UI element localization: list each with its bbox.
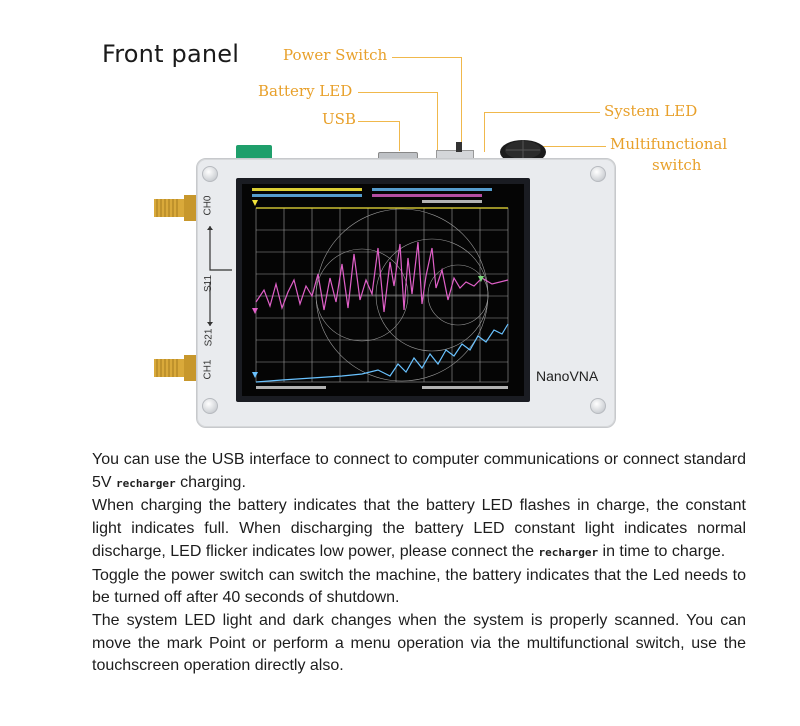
description-text: You can use the USB interface to connect…	[92, 449, 746, 678]
text-run: The system LED light and dark changes wh…	[92, 611, 746, 675]
leader-battery-v	[437, 92, 438, 156]
screw-icon	[202, 398, 218, 414]
callout-battery-led: Battery LED	[258, 82, 353, 100]
battery-connector	[236, 145, 272, 161]
leader-power-switch-h	[392, 57, 462, 58]
multifunction-wheel-icon	[500, 140, 546, 160]
port-label-ch1: CH1	[202, 359, 214, 380]
text-run: When charging the battery indicates that…	[92, 497, 746, 560]
signal-path-icon	[207, 226, 232, 326]
leader-usb-h	[358, 121, 400, 122]
callout-multifunctional: Multifunctional	[610, 135, 728, 153]
leader-system-led-h	[484, 112, 600, 113]
sma-connector-ch1-icon	[154, 355, 196, 381]
paragraph-battery-led: When charging the battery indicates that…	[92, 495, 746, 564]
screw-icon	[590, 398, 606, 414]
leader-power-switch-v	[461, 57, 462, 145]
power-switch-knob	[456, 142, 462, 152]
touch-screen[interactable]	[242, 184, 524, 396]
leader-system-led-v	[484, 112, 485, 152]
callout-usb: USB	[322, 110, 356, 128]
text-run-small: recharger	[116, 476, 176, 490]
leader-usb-v	[399, 121, 400, 151]
text-run: You can use the USB interface to connect…	[92, 451, 746, 491]
paragraph-power-switch: Toggle the power switch can switch the m…	[92, 565, 746, 610]
callout-multifunctional-switch: switch	[652, 156, 702, 174]
page-title: Front panel	[102, 40, 240, 68]
sma-connector-ch0-icon	[154, 195, 196, 221]
leader-battery-h	[358, 92, 438, 93]
paragraph-usb: You can use the USB interface to connect…	[92, 449, 746, 495]
port-label-ch0: CH0	[202, 195, 214, 216]
text-run: charging.	[175, 473, 246, 491]
text-run-small: recharger	[538, 545, 599, 559]
callout-system-led: System LED	[604, 102, 698, 120]
leader-multifunctional-h	[536, 146, 606, 147]
brand-label: NanoVNA	[536, 368, 599, 384]
paragraph-system-led: The system LED light and dark changes wh…	[92, 610, 746, 678]
smith-chart-display	[242, 184, 524, 396]
screw-icon	[202, 166, 218, 182]
text-run: Toggle the power switch can switch the m…	[92, 566, 746, 607]
text-run: in time to charge.	[598, 542, 726, 560]
screw-icon	[590, 166, 606, 182]
port-label-s21: S21	[203, 328, 215, 347]
callout-power-switch: Power Switch	[283, 46, 388, 64]
